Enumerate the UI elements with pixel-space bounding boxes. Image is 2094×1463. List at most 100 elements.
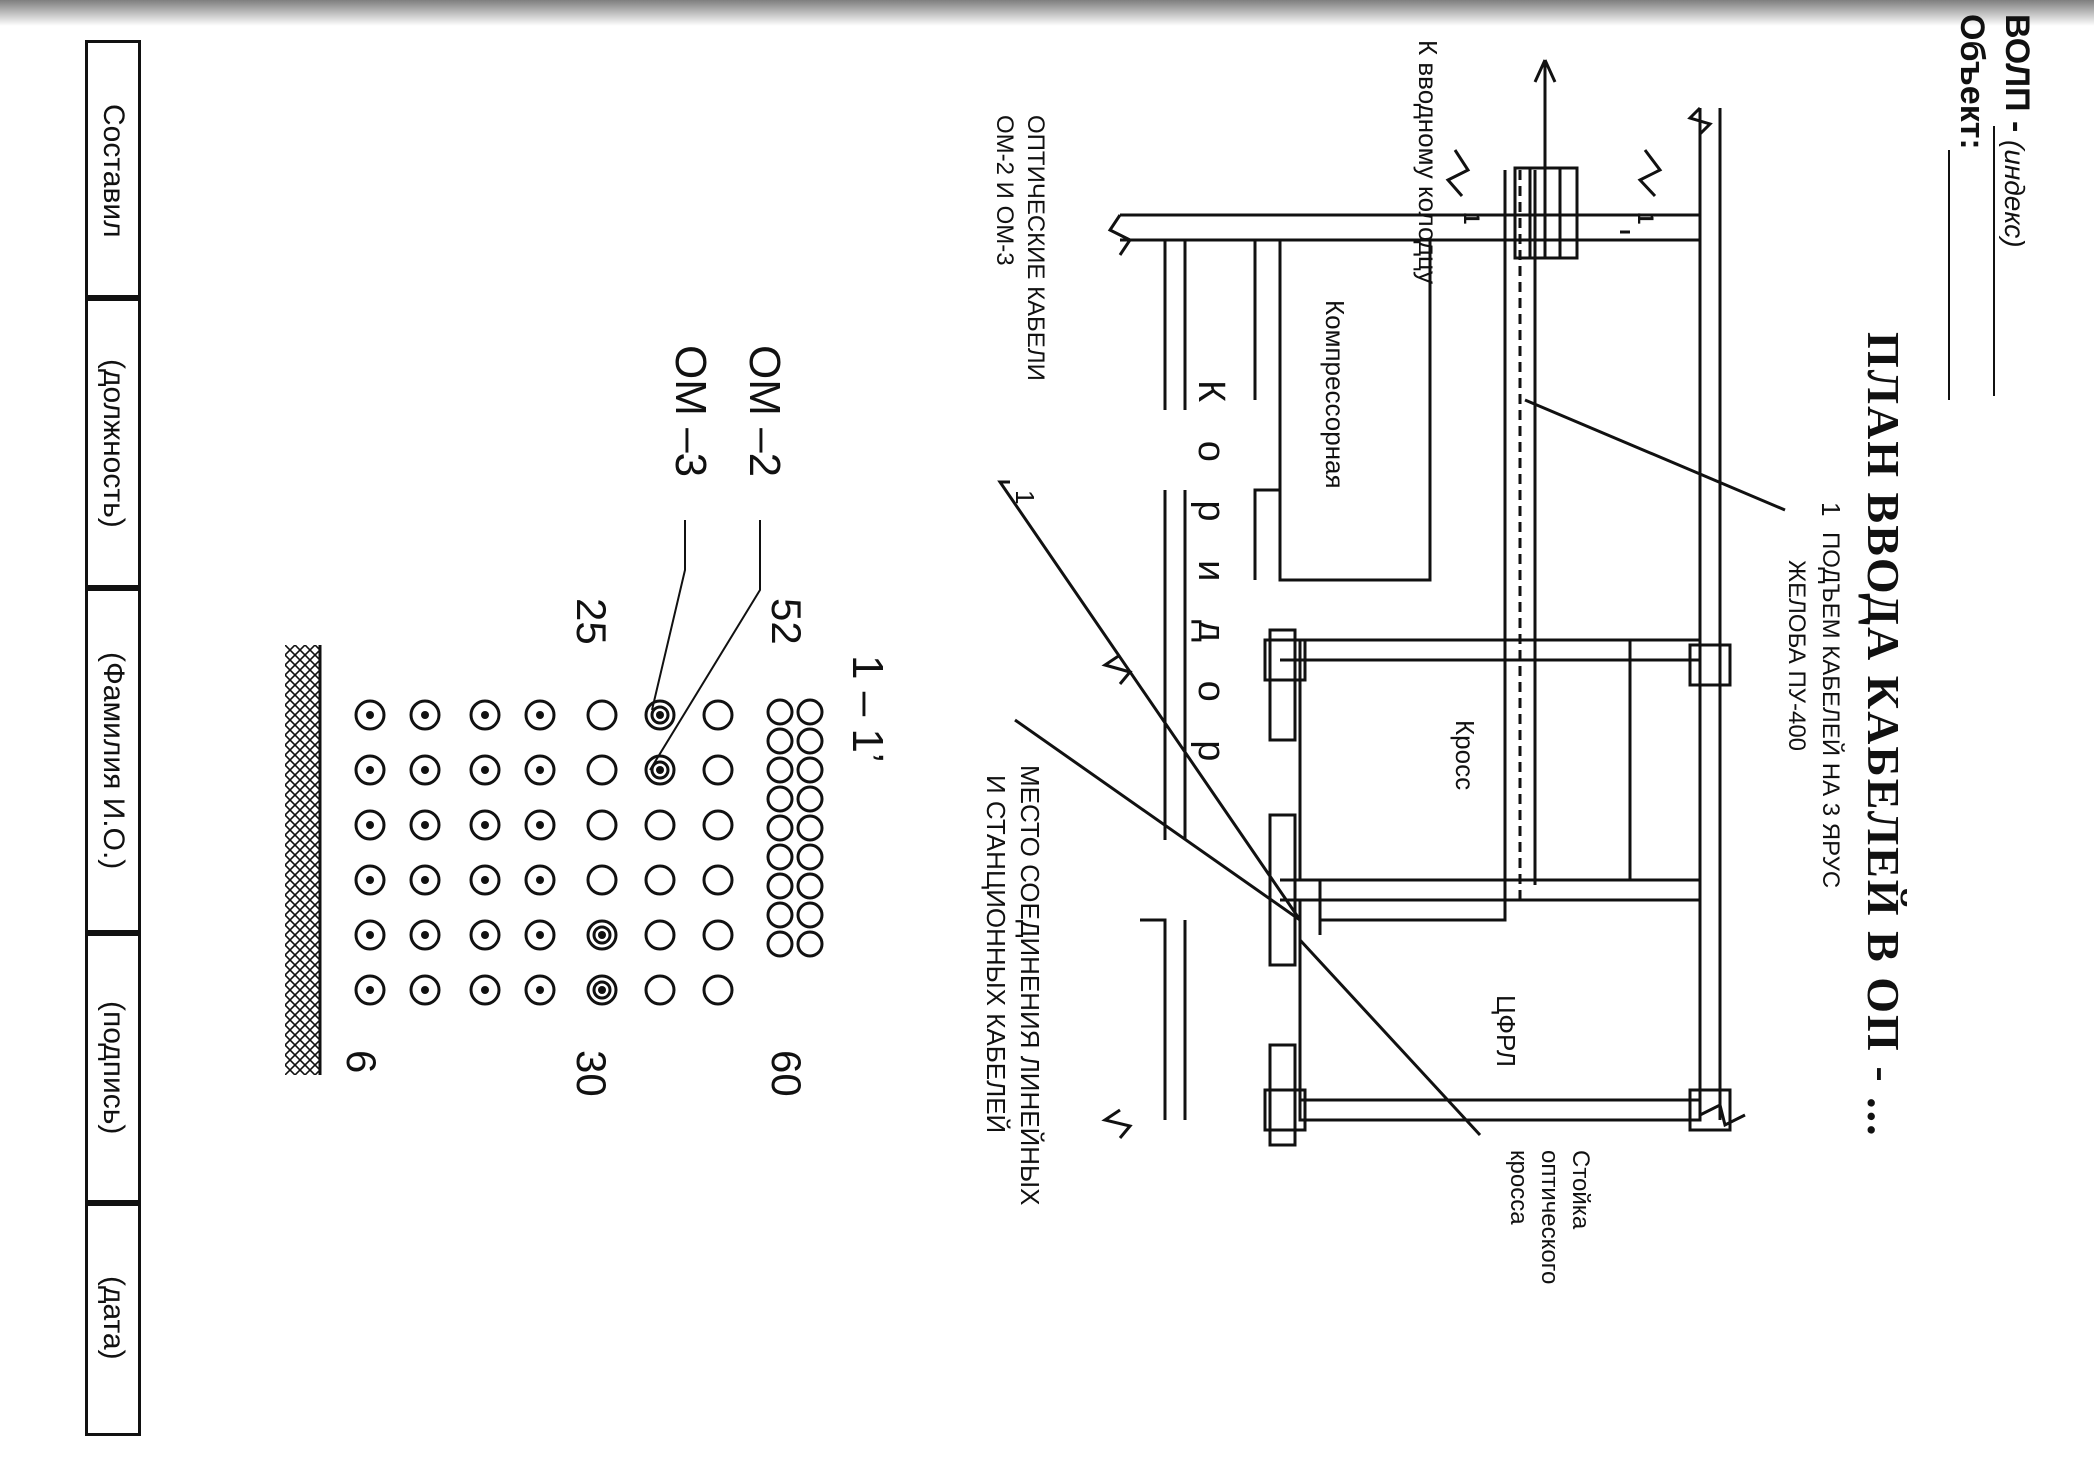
callout1-number: 1 (1816, 502, 1846, 517)
sig-name: (Фамилия И.О.) (97, 651, 130, 870)
section-title: 1 – 1’ (843, 655, 892, 763)
small-duct (766, 698, 794, 726)
cfrl-room (1298, 898, 1702, 1122)
ground-hatch (285, 645, 320, 1075)
duct-occupied (524, 919, 556, 951)
om2-leader (649, 520, 761, 771)
duct-occupied-core (366, 711, 374, 719)
cable-tray (1320, 170, 1522, 902)
volp-underline (1993, 126, 1995, 396)
section-mark-2: 1 (1459, 212, 1484, 225)
duct-occupied-core (421, 876, 429, 884)
duct (644, 919, 676, 951)
leader-rack (1298, 938, 1482, 1137)
duct-occupied (524, 864, 556, 896)
duct (702, 754, 734, 786)
duct-occupied-core (366, 821, 374, 829)
small-duct (796, 930, 824, 958)
duct-occupied (469, 754, 501, 786)
duct (586, 864, 618, 896)
duct-occupied (409, 754, 441, 786)
duct-occupied-core (481, 766, 489, 774)
duct (644, 809, 676, 841)
duct (702, 699, 734, 731)
om3-label: ОМ –3 (666, 345, 715, 478)
duct-occupied-core (536, 711, 544, 719)
small-duct (796, 756, 824, 784)
duct-occupied (354, 754, 386, 786)
cross-label: Кросс (1450, 720, 1480, 791)
page-title: ПЛАН ВВОДА КАБЕЛЕЙ В ОП - ... (1858, 332, 1909, 1138)
duct (644, 699, 676, 731)
corner-box-top (1688, 643, 1732, 687)
om-cable-core (656, 711, 664, 719)
duct (586, 754, 618, 786)
duct-occupied-core (536, 931, 544, 939)
joint-label-line1: МЕСТО СОЕДИНЕНИЯ ЛИНЕЙНЫХ (1015, 765, 1045, 1206)
sig-position: (должность) (97, 358, 130, 528)
corner-box-bottom (1688, 1088, 1732, 1132)
small-duct (796, 727, 824, 755)
small-duct (766, 901, 794, 929)
small-duct (766, 756, 794, 784)
duct-occupied (354, 919, 386, 951)
duct-occupied (469, 809, 501, 841)
section-mark: 1 (1633, 212, 1658, 225)
object-label: Объект: (1953, 14, 1991, 150)
small-duct (796, 843, 824, 871)
duct-occupied (354, 699, 386, 731)
to-well-label: К вводному колодцу (1413, 40, 1443, 284)
duct-occupied (469, 919, 501, 951)
duct-occupied (524, 974, 556, 1006)
object-underline (1948, 150, 1950, 400)
duct-occupied-core (481, 711, 489, 719)
duct-occupied-core (536, 876, 544, 884)
scan-shadow (0, 0, 2094, 26)
leader-joint (1014, 718, 1301, 922)
small-duct (766, 785, 794, 813)
cable-label-line1: ОПТИЧЕСКИЕ КАБЕЛИ (1022, 115, 1049, 381)
duct (702, 864, 734, 896)
callout1-text1: ПОДЪЕМ КАБЕЛЕЙ НА 3 ЯРУС (1817, 532, 1844, 889)
num-30: 30 (568, 1050, 615, 1097)
door-box-cross (1263, 638, 1307, 682)
sig-cell-name: (Фамилия И.О.) (85, 585, 141, 936)
duct (644, 974, 676, 1006)
duct-occupied-core (536, 986, 544, 994)
duct (702, 974, 734, 1006)
duct-occupied (524, 699, 556, 731)
duct-occupied (409, 974, 441, 1006)
small-duct (796, 901, 824, 929)
duct-occupied-core (421, 821, 429, 829)
small-duct (766, 930, 794, 958)
small-duct (766, 872, 794, 900)
duct-occupied-core (421, 711, 429, 719)
volp-label: ВОЛП - (1998, 14, 2036, 133)
cable-number: 1 (1010, 490, 1040, 505)
duct-occupied (409, 864, 441, 896)
duct-occupied-core (421, 931, 429, 939)
small-duct (796, 872, 824, 900)
duct-occupied (524, 754, 556, 786)
om-cable-core (598, 931, 606, 939)
duct-occupied-core (421, 986, 429, 994)
door-box-cross2 (1263, 1088, 1307, 1132)
duct-occupied-core (366, 986, 374, 994)
callout1-text2: ЖЕЛОБА ПУ-400 (1783, 560, 1810, 752)
duct-occupied (409, 809, 441, 841)
compressor-room (1278, 238, 1432, 582)
om2-label: ОМ –2 (740, 345, 789, 478)
duct-occupied-core (536, 821, 544, 829)
duct-occupied-core (481, 821, 489, 829)
duct (586, 919, 618, 951)
om3-leader (651, 520, 686, 711)
duct (644, 754, 676, 786)
duct-occupied (354, 864, 386, 896)
duct-occupied-core (481, 876, 489, 884)
duct-occupied (469, 864, 501, 896)
om-cable-core (598, 986, 606, 994)
duct (702, 809, 734, 841)
